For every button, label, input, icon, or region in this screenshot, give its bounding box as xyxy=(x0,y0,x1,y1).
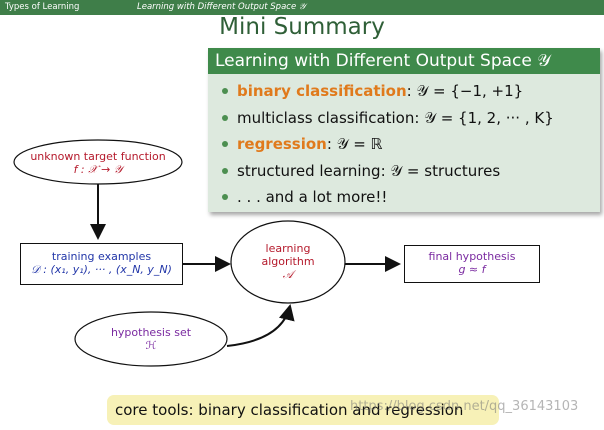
arrow-hypothesis-to-algorithm xyxy=(226,304,295,347)
item-formula: : 𝒴 = ℝ xyxy=(326,135,383,153)
slide-title: Mini Summary xyxy=(219,14,385,40)
bullet-icon xyxy=(222,88,228,94)
list-item: structured learning: 𝒴 = structures xyxy=(222,158,600,185)
item-formula: : 𝒴 = structures xyxy=(380,161,501,180)
final-hypothesis-title: final hypothesis xyxy=(428,250,516,263)
final-hypothesis-formula: g ≈ f xyxy=(458,263,486,276)
list-item: multiclass classification: 𝒴 = {1, 2, ··… xyxy=(222,105,600,132)
bullet-icon xyxy=(222,114,228,121)
summary-block: Learning with Different Output Space 𝒴 b… xyxy=(208,48,600,212)
item-label: multiclass classification xyxy=(237,108,415,127)
item-label: binary classification xyxy=(237,82,407,100)
bullet-icon xyxy=(222,194,228,200)
item-label: structured learning xyxy=(237,161,381,180)
hypothesis-set-ellipse xyxy=(74,311,228,367)
bullet-icon xyxy=(222,167,228,174)
item-formula: : 𝒴 = {1, 2, ··· , K} xyxy=(414,108,554,127)
final-hypothesis-box: final hypothesis g ≈ f xyxy=(404,245,540,283)
learning-algorithm: learning algorithm 𝒜 xyxy=(261,242,315,281)
item-formula: : 𝒴 = {−1, +1} xyxy=(406,82,524,100)
item-label: . . . and a lot more!! xyxy=(237,188,388,206)
training-examples-title: training examples xyxy=(51,250,152,263)
training-examples-formula: 𝒟 : (x₁, y₁), ··· , (x_N, y_N) xyxy=(31,263,172,276)
list-item: regression: 𝒴 = ℝ xyxy=(222,131,600,158)
watermark: https://blog.csdn.net/qq_36143103 xyxy=(350,399,579,414)
training-examples-box: training examples 𝒟 : (x₁, y₁), ··· , (x… xyxy=(20,243,183,285)
slide-header-bar: Types of Learning Learning with Differen… xyxy=(0,0,604,15)
list-item: . . . and a lot more!! xyxy=(222,184,600,211)
summary-block-title: Learning with Different Output Space 𝒴 xyxy=(208,48,600,74)
core-tools-banner: core tools: binary classification and re… xyxy=(107,395,499,425)
target-function: unknown target function f : 𝒳 → 𝒴 xyxy=(30,150,166,176)
section-label: Types of Learning xyxy=(5,2,80,12)
summary-list: binary classification: 𝒴 = {−1, +1} mult… xyxy=(208,74,600,211)
item-label: regression xyxy=(237,135,327,153)
algorithm-ellipse xyxy=(230,220,346,304)
topic-label: Learning with Different Output Space 𝒴 xyxy=(137,2,306,12)
hypothesis-set: hypothesis set ℋ xyxy=(110,326,192,352)
bullet-icon xyxy=(222,141,228,147)
list-item: binary classification: 𝒴 = {−1, +1} xyxy=(222,78,600,105)
